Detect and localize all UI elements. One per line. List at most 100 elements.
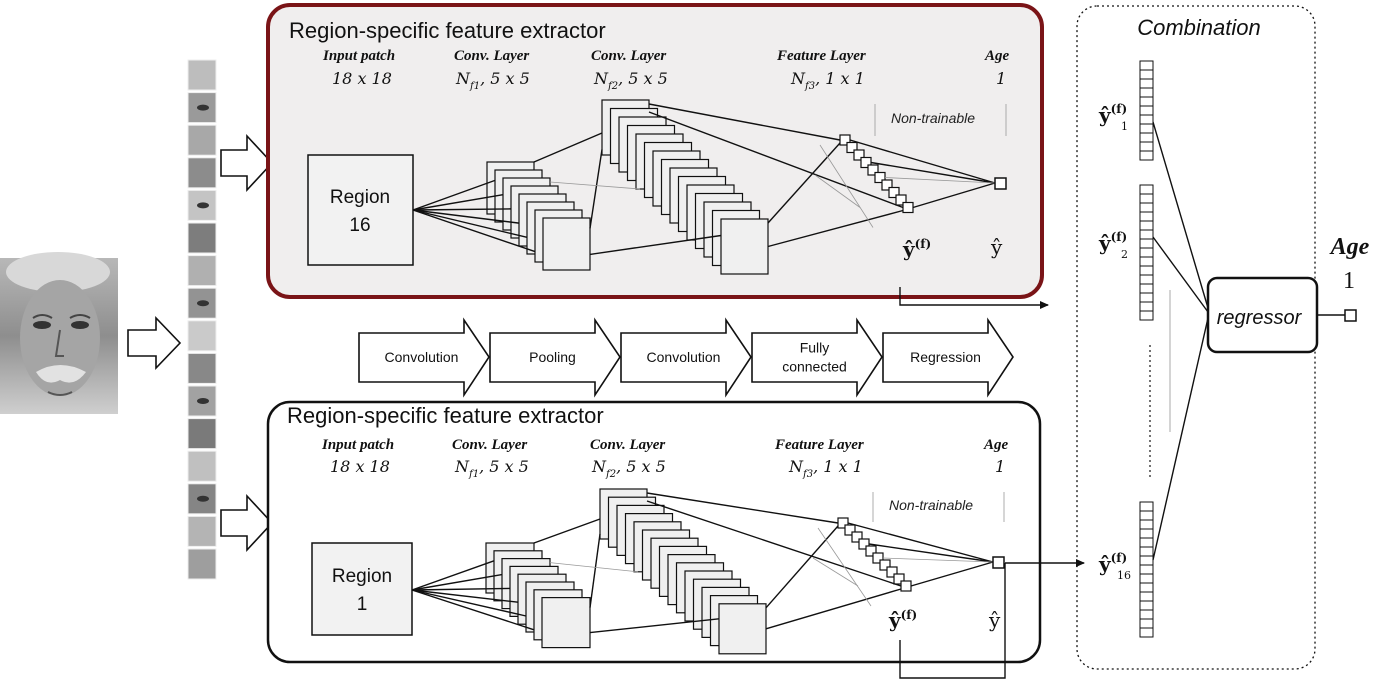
vector-cell	[1139, 618, 1154, 629]
bottom-network	[411, 488, 1005, 655]
vector-cell	[1139, 220, 1154, 231]
vector-cell	[1139, 256, 1154, 267]
face-patch	[187, 548, 217, 580]
vector-cell	[1139, 546, 1154, 557]
feature-node	[893, 573, 905, 585]
vector-cell	[1139, 265, 1154, 276]
feature-to-output-line	[849, 139, 996, 184]
bottom-head-conv1: Conv. Layer	[452, 437, 527, 453]
pipeline-step-arrow	[751, 317, 883, 398]
bottom-extractor-title: Region-specific feature extractor	[287, 403, 604, 428]
vector-cell	[1139, 573, 1154, 584]
pipeline-step-arrow	[489, 317, 621, 398]
face-patch	[187, 320, 217, 352]
vector-cell	[1139, 105, 1154, 116]
pipeline-step-label: Regression	[910, 349, 981, 365]
final-output-node	[1344, 309, 1357, 322]
vector-cell	[1139, 292, 1154, 303]
vector-cell	[1139, 229, 1154, 240]
conv2-to-feature-line	[767, 142, 841, 224]
output-node	[994, 177, 1007, 190]
vector-cell	[1139, 78, 1154, 89]
face-patch	[187, 515, 217, 547]
bottom-yhat: ŷ	[988, 608, 1001, 632]
feature-to-output-line	[870, 161, 996, 184]
feature-node	[851, 531, 863, 543]
pipeline-step-label: connected	[782, 359, 847, 375]
feature-to-output-faint	[884, 177, 996, 184]
vector-cell	[1139, 609, 1154, 620]
top-column-headers: Input patch 18 x 18 Conv. Layer Nf1, 5 x…	[322, 48, 1010, 92]
patch-eye	[197, 202, 209, 209]
region-to-conv1-line	[411, 587, 511, 591]
vector-cell	[1139, 184, 1154, 195]
region-to-conv1-line	[411, 589, 527, 617]
patch-eye	[197, 300, 209, 307]
top-region-box	[307, 154, 414, 266]
top-val-age: 1	[996, 69, 1006, 88]
region-to-conv1-line	[412, 208, 512, 211]
pipeline-step-label: Pooling	[529, 349, 576, 365]
pipeline-step-arrow	[882, 317, 1014, 398]
bottom-head-age: Age	[983, 437, 1009, 453]
conv1-feature-map	[542, 217, 591, 271]
bottom-val-input: 18 x 18	[330, 457, 390, 476]
bottom-head-input: Input patch	[321, 437, 394, 453]
vector-cell	[1139, 193, 1154, 204]
conv1-to-conv2-line	[589, 234, 722, 256]
top-val-conv1: Nf1, 5 x 5	[455, 69, 530, 92]
top-yhat: ŷ	[990, 235, 1003, 259]
vector-cell	[1139, 202, 1154, 213]
conv1-to-conv2-line	[533, 518, 601, 544]
bottom-feedback-line	[899, 563, 1006, 679]
feature-node	[900, 580, 912, 592]
vector-1-sub: 1	[1121, 120, 1128, 133]
bottom-val-feature: Nf3, 1 x 1	[788, 457, 863, 480]
region-to-conv1-line	[412, 179, 496, 211]
face-patch	[187, 352, 217, 384]
face-patch	[187, 157, 217, 189]
bottom-region-number: 1	[357, 594, 368, 615]
vector-1-label: ŷ(f)	[1098, 102, 1127, 127]
vector-cell	[1139, 114, 1154, 125]
conv2-to-feature-faint	[819, 144, 874, 228]
conv2-to-feature-line	[767, 209, 904, 248]
face-patch	[187, 59, 217, 91]
vector-cell	[1139, 141, 1154, 152]
bottom-val-conv2: Nf2, 5 x 5	[591, 457, 666, 480]
feature-node	[879, 559, 891, 571]
bottom-region-box	[311, 542, 413, 636]
region-to-conv1-line	[411, 560, 495, 591]
top-extractor-title: Region-specific feature extractor	[289, 18, 606, 43]
vector-cell	[1139, 537, 1154, 548]
output-node	[992, 556, 1005, 569]
conv2-feature-map	[720, 218, 769, 275]
top-head-input: Input patch	[322, 48, 395, 64]
top-val-feature: Nf3, 1 x 1	[790, 69, 865, 92]
bottom-yhat-f: ŷ(f)	[888, 608, 917, 632]
feature-to-output-line	[868, 543, 994, 563]
combination-vectors	[1139, 60, 1209, 638]
vector-cell	[1139, 69, 1154, 80]
conv2-to-feature-faint	[812, 557, 859, 587]
conv1-to-conv2-line	[589, 618, 720, 634]
pipeline-step-arrow	[620, 317, 752, 398]
region-to-conv1-line	[412, 209, 536, 253]
feature-to-output-line	[912, 182, 996, 209]
conv2-to-feature-line	[648, 111, 904, 209]
vector-to-regressor-line	[1152, 236, 1209, 313]
feature-node	[888, 186, 900, 199]
pipeline-step-label: Convolution	[647, 349, 721, 365]
face-photo	[0, 252, 118, 414]
vector-cell	[1139, 150, 1154, 161]
pipeline-step-label: Fully	[800, 340, 830, 356]
top-output-arrow	[899, 287, 1049, 309]
face-patch	[187, 222, 217, 254]
region-to-conv1-line	[411, 589, 519, 603]
top-nontrainable-label: Non-trainable	[891, 110, 975, 126]
vector-cell	[1139, 238, 1154, 249]
vector-to-regressor-line	[1152, 121, 1209, 309]
conv2-to-feature-faint	[817, 527, 872, 607]
arrow-patches-to-top	[220, 133, 274, 193]
